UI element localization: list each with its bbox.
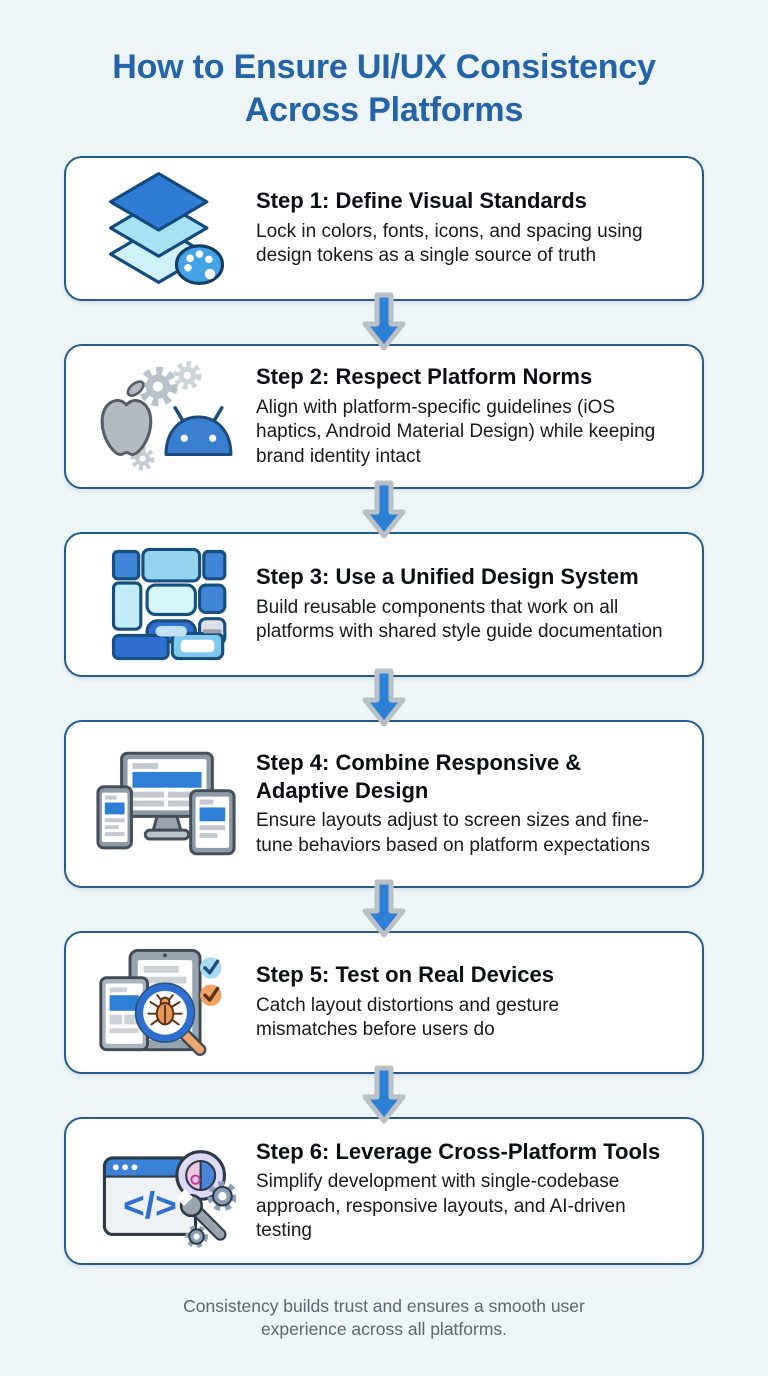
down-arrow-icon	[64, 480, 704, 539]
step-card-3: Step 3: Use a Unified Design System Buil…	[64, 531, 704, 677]
step-title: Step 2: Respect Platform Norms	[256, 364, 593, 390]
step-card-5: Step 5: Test on Real Devices Catch layou…	[64, 930, 704, 1074]
apple-android-gears-icon	[90, 358, 242, 475]
step-card-6: </>	[64, 1116, 704, 1265]
step-title: Step 5: Test on Real Devices	[256, 962, 554, 988]
step-card-4: Step 4: Combine Responsive & Adaptive De…	[64, 719, 704, 888]
step-text: Step 6: Leverage Cross-Platform Tools Si…	[242, 1138, 678, 1244]
step-text: Step 1: Define Visual Standards Lock in …	[242, 187, 678, 269]
design-system-components-icon	[90, 545, 242, 663]
step-description: Align with platform-specific guidelines …	[256, 396, 656, 467]
step-title: Step 1: Define Visual Standards	[256, 188, 587, 214]
step-description: Lock in colors, fonts, icons, and spacin…	[256, 220, 643, 267]
step-description: Ensure layouts adjust to screen sizes an…	[256, 810, 650, 856]
responsive-devices-icon	[90, 747, 242, 861]
down-arrow-icon	[64, 879, 704, 938]
step-title: Step 4: Combine Responsive & Adaptive De…	[256, 750, 582, 803]
step-description: Build reusable components that work on a…	[256, 596, 663, 643]
step-text: Step 2: Respect Platform Norms Align wit…	[242, 363, 678, 469]
step-description: Simplify development with single-codebas…	[256, 1171, 626, 1242]
page-title: How to Ensure UI/UX Consistency Across P…	[112, 48, 656, 129]
footer-note: Consistency builds trust and ensures a s…	[183, 1295, 585, 1339]
step-description: Catch layout distortions and gesture mis…	[256, 994, 560, 1041]
code-window-tools-icon: </>	[90, 1131, 242, 1250]
down-arrow-icon	[64, 668, 704, 727]
svg-text:</>: </>	[123, 1184, 177, 1226]
step-title: Step 6: Leverage Cross-Platform Tools	[256, 1138, 661, 1164]
down-arrow-icon	[64, 1065, 704, 1124]
down-arrow-icon	[64, 292, 704, 351]
step-text: Step 4: Combine Responsive & Adaptive De…	[242, 749, 678, 858]
layers-palette-icon	[90, 168, 242, 289]
step-text: Step 5: Test on Real Devices Catch layou…	[242, 961, 678, 1043]
step-title: Step 3: Use a Unified Design System	[256, 564, 639, 590]
step-card-2: Step 2: Respect Platform Norms Align wit…	[64, 343, 704, 489]
steps-list: Step 1: Define Visual Standards Lock in …	[64, 155, 704, 1265]
step-text: Step 3: Use a Unified Design System Buil…	[242, 563, 678, 645]
step-card-1: Step 1: Define Visual Standards Lock in …	[64, 155, 704, 301]
bug-magnifier-devices-icon	[90, 946, 242, 1059]
